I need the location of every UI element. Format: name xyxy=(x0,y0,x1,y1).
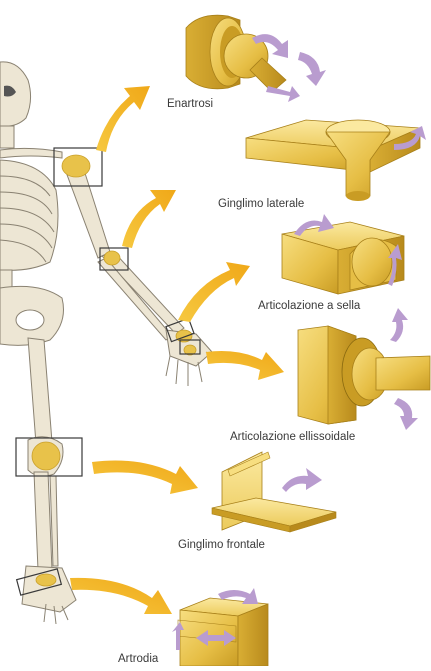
artrodia-model xyxy=(172,588,268,666)
arrow-to-enartrosi xyxy=(96,86,150,152)
label-articolazione-sella: Articolazione a sella xyxy=(258,301,360,313)
enartrosi-model xyxy=(186,15,326,102)
shoulder-joint-highlight xyxy=(62,155,90,177)
cervical-spine xyxy=(0,126,14,148)
elbow-joint-highlight xyxy=(104,251,120,265)
ginglimo-frontale-model xyxy=(212,452,336,532)
arrow-to-articolazione-ellissoidale xyxy=(206,351,284,380)
femur xyxy=(28,338,52,444)
arrow-to-ginglimo-laterale xyxy=(122,190,176,248)
label-enartrosi: Enartrosi xyxy=(167,99,213,111)
arrow-to-articolazione-sella xyxy=(178,262,250,322)
label-articolazione-ellissoidale: Articolazione ellissoidale xyxy=(230,432,355,444)
humerus xyxy=(66,170,110,258)
clavicle xyxy=(0,148,62,158)
tibia xyxy=(34,472,52,570)
rib-cage xyxy=(0,160,58,270)
arrow-to-artrodia xyxy=(70,578,172,614)
label-artrodia: Artrodia xyxy=(118,654,158,666)
label-ginglimo-laterale: Ginglimo laterale xyxy=(218,199,304,211)
articolazione-ellissoidale-model xyxy=(298,308,430,430)
foot xyxy=(22,566,76,612)
label-ginglimo-frontale: Ginglimo frontale xyxy=(178,540,265,552)
knee-joint-highlight xyxy=(32,442,60,470)
ankle-joint-highlight xyxy=(36,574,56,586)
ginglimo-laterale-model xyxy=(246,120,426,201)
articolazione-sella-model xyxy=(282,214,404,294)
arrow-to-ginglimo-frontale xyxy=(92,461,198,495)
